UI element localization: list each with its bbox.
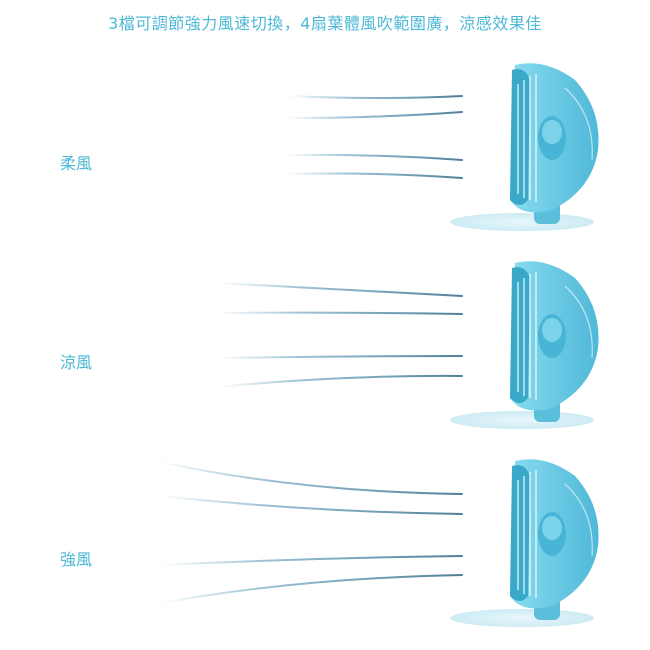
wind-lines-strong xyxy=(159,461,463,604)
mode-label-soft: 柔風 xyxy=(60,154,93,173)
mode-label-strong: 強風 xyxy=(60,550,93,569)
fan-icon xyxy=(450,261,599,429)
mode-label-cool: 涼風 xyxy=(60,353,93,372)
wind-lines-cool xyxy=(217,282,463,388)
fan-icon xyxy=(450,63,599,231)
headline: 3檔可調節強力風速切換，4扇葉體風吹範圍廣，涼感效果佳 xyxy=(108,14,542,33)
fan-icon xyxy=(450,459,599,627)
wind-lines-soft xyxy=(287,95,463,179)
